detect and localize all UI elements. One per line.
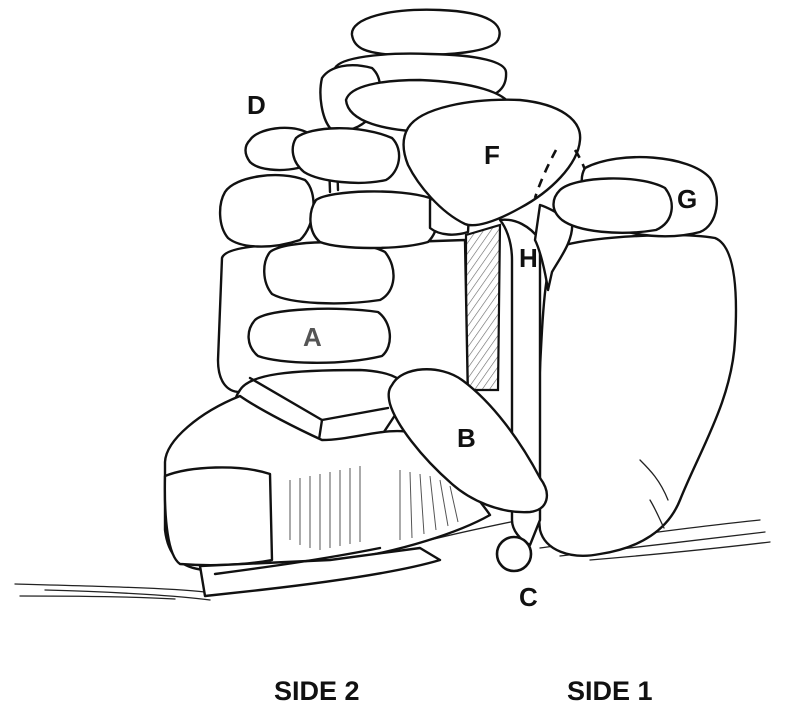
label-g: G [677, 184, 697, 214]
stone-g [554, 178, 672, 232]
stone-center-mid [310, 191, 438, 248]
point-c [497, 537, 531, 571]
stone-d-right [293, 128, 399, 183]
label-d: D [247, 90, 266, 120]
tall-slab [537, 235, 736, 556]
right-slab [537, 235, 736, 556]
label-c: C [519, 582, 538, 612]
label-f: F [484, 140, 500, 170]
stone-left-mid [220, 175, 313, 246]
stone-above-a [264, 242, 393, 303]
base-front [165, 467, 272, 565]
side-1-label: SIDE 1 [567, 676, 653, 705]
label-b: B [457, 423, 476, 453]
label-a: A [303, 322, 322, 352]
side-2-label: SIDE 2 [274, 676, 360, 705]
stone-top-1 [352, 10, 500, 55]
label-h: H [519, 243, 538, 273]
